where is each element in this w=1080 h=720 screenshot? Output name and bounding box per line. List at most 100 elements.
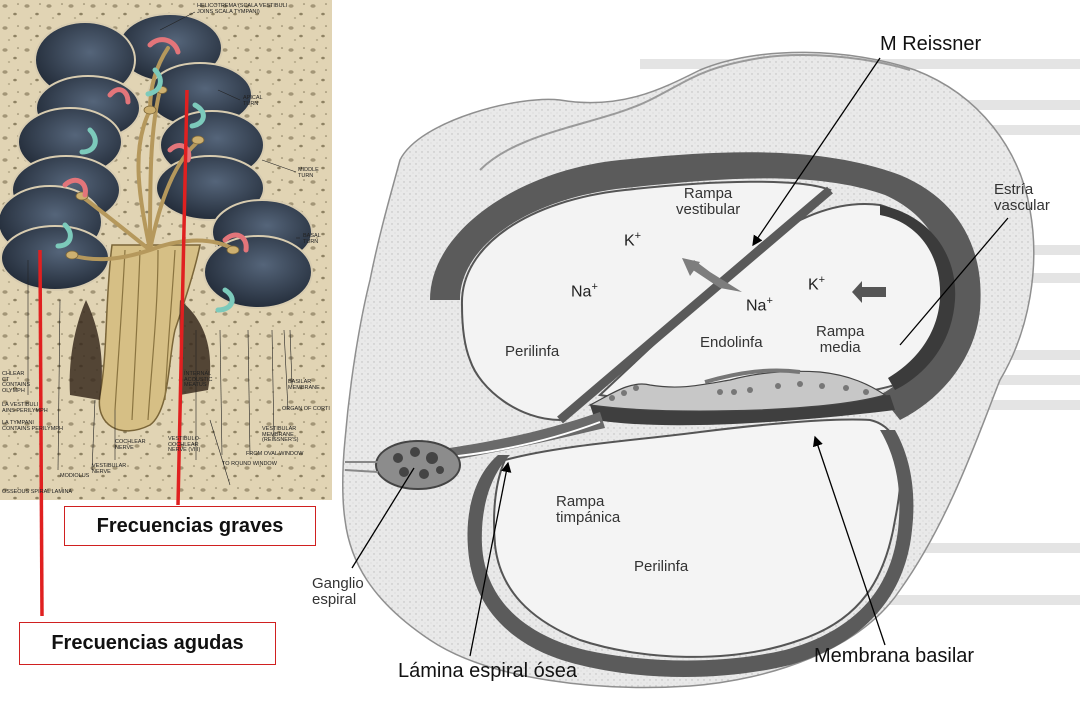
teal-arrow xyxy=(189,102,206,129)
k-ion-vestibular-charge: + xyxy=(634,230,642,242)
scala-tympani-tiny-label-line2: CONTAINS PERILYMPH xyxy=(2,425,63,432)
teal-arrow xyxy=(55,222,73,249)
round-window-label: TO ROUND WINDOW xyxy=(222,461,277,467)
cochlear-duct-tiny-label-line4: OLYMPH xyxy=(2,387,25,394)
apical-turn-label-line2: TURN xyxy=(243,100,259,107)
vestibulocochlear-nerve-label-line2: COCHLEAR xyxy=(168,441,199,448)
na-ion-vestibular-symbol: Na xyxy=(571,283,592,301)
ganglion-nodes xyxy=(65,86,240,260)
pink-arrow xyxy=(222,232,249,253)
scala-vestibuli-tiny-label-line1: LA VESTIBULI xyxy=(2,402,39,408)
internal-meatus-label-line2: ACOUSTIC xyxy=(184,376,213,383)
na-ion-vestibular: Na+ xyxy=(571,281,598,301)
helicotrema-label-line1: HELICOTREMA (SCALA VESTIBULI xyxy=(197,3,288,9)
cochlear-nerve-fibers xyxy=(344,461,379,473)
ganglio-pointer xyxy=(351,467,415,569)
membrana-basilar-label: Membrana basilar xyxy=(814,645,975,667)
na-ion-media-symbol: Na xyxy=(746,297,767,315)
ganglio-espiral-line1: Ganglio xyxy=(312,575,364,592)
frecuencias-agudas-callout: Frecuencias agudas xyxy=(19,622,276,665)
basilar-membrane-tiny-label-line2: MEMBRANE xyxy=(288,384,320,391)
cochlear-duct-tiny-label-line3: CONTAINS xyxy=(2,382,31,388)
vestibular-membrane-tiny-label-line1: VESTIBULAR xyxy=(262,426,297,432)
k-ion-media: K+ xyxy=(808,274,825,294)
organ-of-corti xyxy=(588,370,887,412)
endolinfa-label: Endolinfa xyxy=(700,334,763,351)
frecuencias-graves-callout: Frecuencias graves xyxy=(64,506,316,546)
cochlear-duct-tiny-label-line1: CHLEAR xyxy=(2,371,25,377)
internal-meatus-label-line3: MEATUS xyxy=(184,382,207,388)
perilinfa-lower-label: Perilinfa xyxy=(634,558,689,575)
rampa-media-line2: media xyxy=(819,338,861,356)
internal-meatus-label-line1: INTERNAL xyxy=(184,371,212,377)
k-ion-vestibular: K+ xyxy=(624,230,641,250)
stria-vascularis xyxy=(880,205,956,390)
m-reissner-label: M Reissner xyxy=(880,33,982,55)
na-ion-media-charge: + xyxy=(766,295,773,307)
teal-arrow xyxy=(145,67,163,97)
graves-callout-line xyxy=(176,89,189,506)
rampa-media-line1: Rampa xyxy=(816,323,865,340)
basal-turn-label-line1: BASAL xyxy=(303,233,321,239)
pink-arrow xyxy=(107,87,131,105)
estria-pointer xyxy=(899,217,1009,346)
cochlear-duct-tiny-label-line2: CT xyxy=(2,376,10,383)
nerve-fibers xyxy=(114,249,176,421)
na-k-transport-arrow-head xyxy=(682,258,700,276)
cochlear-wall-band xyxy=(430,152,981,420)
osseous-lamina-tiny-label: OSSEOUS SPIRAL LAMINA xyxy=(2,489,73,495)
stria-k-arrow-head xyxy=(852,281,862,303)
rampa-vestibular-line2: vestibular xyxy=(676,200,741,218)
k-ion-media-charge: + xyxy=(818,274,826,286)
pointer-lines xyxy=(351,57,1009,657)
capsule-top-edge xyxy=(479,54,911,171)
basal-turn-right-lower xyxy=(203,235,313,309)
scala-tympani xyxy=(493,418,902,658)
modiolus-nerve-trunk xyxy=(98,244,201,432)
hair-cells xyxy=(609,381,869,401)
scala-tympani-tiny-label-line1: LA TYMPANI xyxy=(2,420,34,426)
helicotrema-label-line2: JOINS SCALA TYMPANI) xyxy=(197,8,260,15)
na-ion-media: Na+ xyxy=(746,295,773,315)
apical-turn-label-line1: APICAL xyxy=(243,95,263,101)
lamina-espiral-osea-label: Lámina espiral ósea xyxy=(398,660,577,682)
perilymph-flow-arrows xyxy=(55,37,249,313)
k-ion-media-symbol: K xyxy=(808,276,819,294)
reissner-membrane xyxy=(557,186,833,424)
vestibular-membrane-tiny-label-line2: MEMBRANE xyxy=(262,431,294,438)
pink-arrow xyxy=(147,37,181,55)
rampa-vestibular-line1: Rampa xyxy=(683,185,733,202)
frequency-callout-lines xyxy=(38,89,189,617)
stria-k-arrow xyxy=(862,287,886,297)
middle-turn-label-line2: TURN xyxy=(298,172,314,179)
oval-window-label: FROM OVAL WINDOW xyxy=(246,451,304,457)
spiral-ganglion xyxy=(375,440,461,490)
scala-vestibuli xyxy=(460,180,832,422)
spiral-ganglion-branches xyxy=(68,46,237,262)
organ-of-corti-tiny-label: ORGAN OF CORTI xyxy=(282,406,330,412)
na-ion-vestibular-charge: + xyxy=(591,281,598,293)
vestibulocochlear-nerve-label-line1: VESTIBULO- xyxy=(168,436,201,442)
cochlear-nerve-label-line2: NERVE xyxy=(115,444,134,451)
rampa-timpanica-line2: timpánica xyxy=(556,508,621,526)
cochlear-nerve-label-line1: COCHLEAR xyxy=(115,439,146,445)
tectorial-membrane xyxy=(704,368,801,384)
teal-arrow xyxy=(215,287,235,313)
na-k-transport-arrow xyxy=(690,260,742,292)
lamina-pointer xyxy=(469,461,512,657)
vestibulocochlear-nerve-label-line3: NERVE (VIII) xyxy=(168,447,201,453)
cochlear-cross-section xyxy=(342,51,1080,689)
k-ion-vestibular-symbol: K xyxy=(624,232,635,250)
